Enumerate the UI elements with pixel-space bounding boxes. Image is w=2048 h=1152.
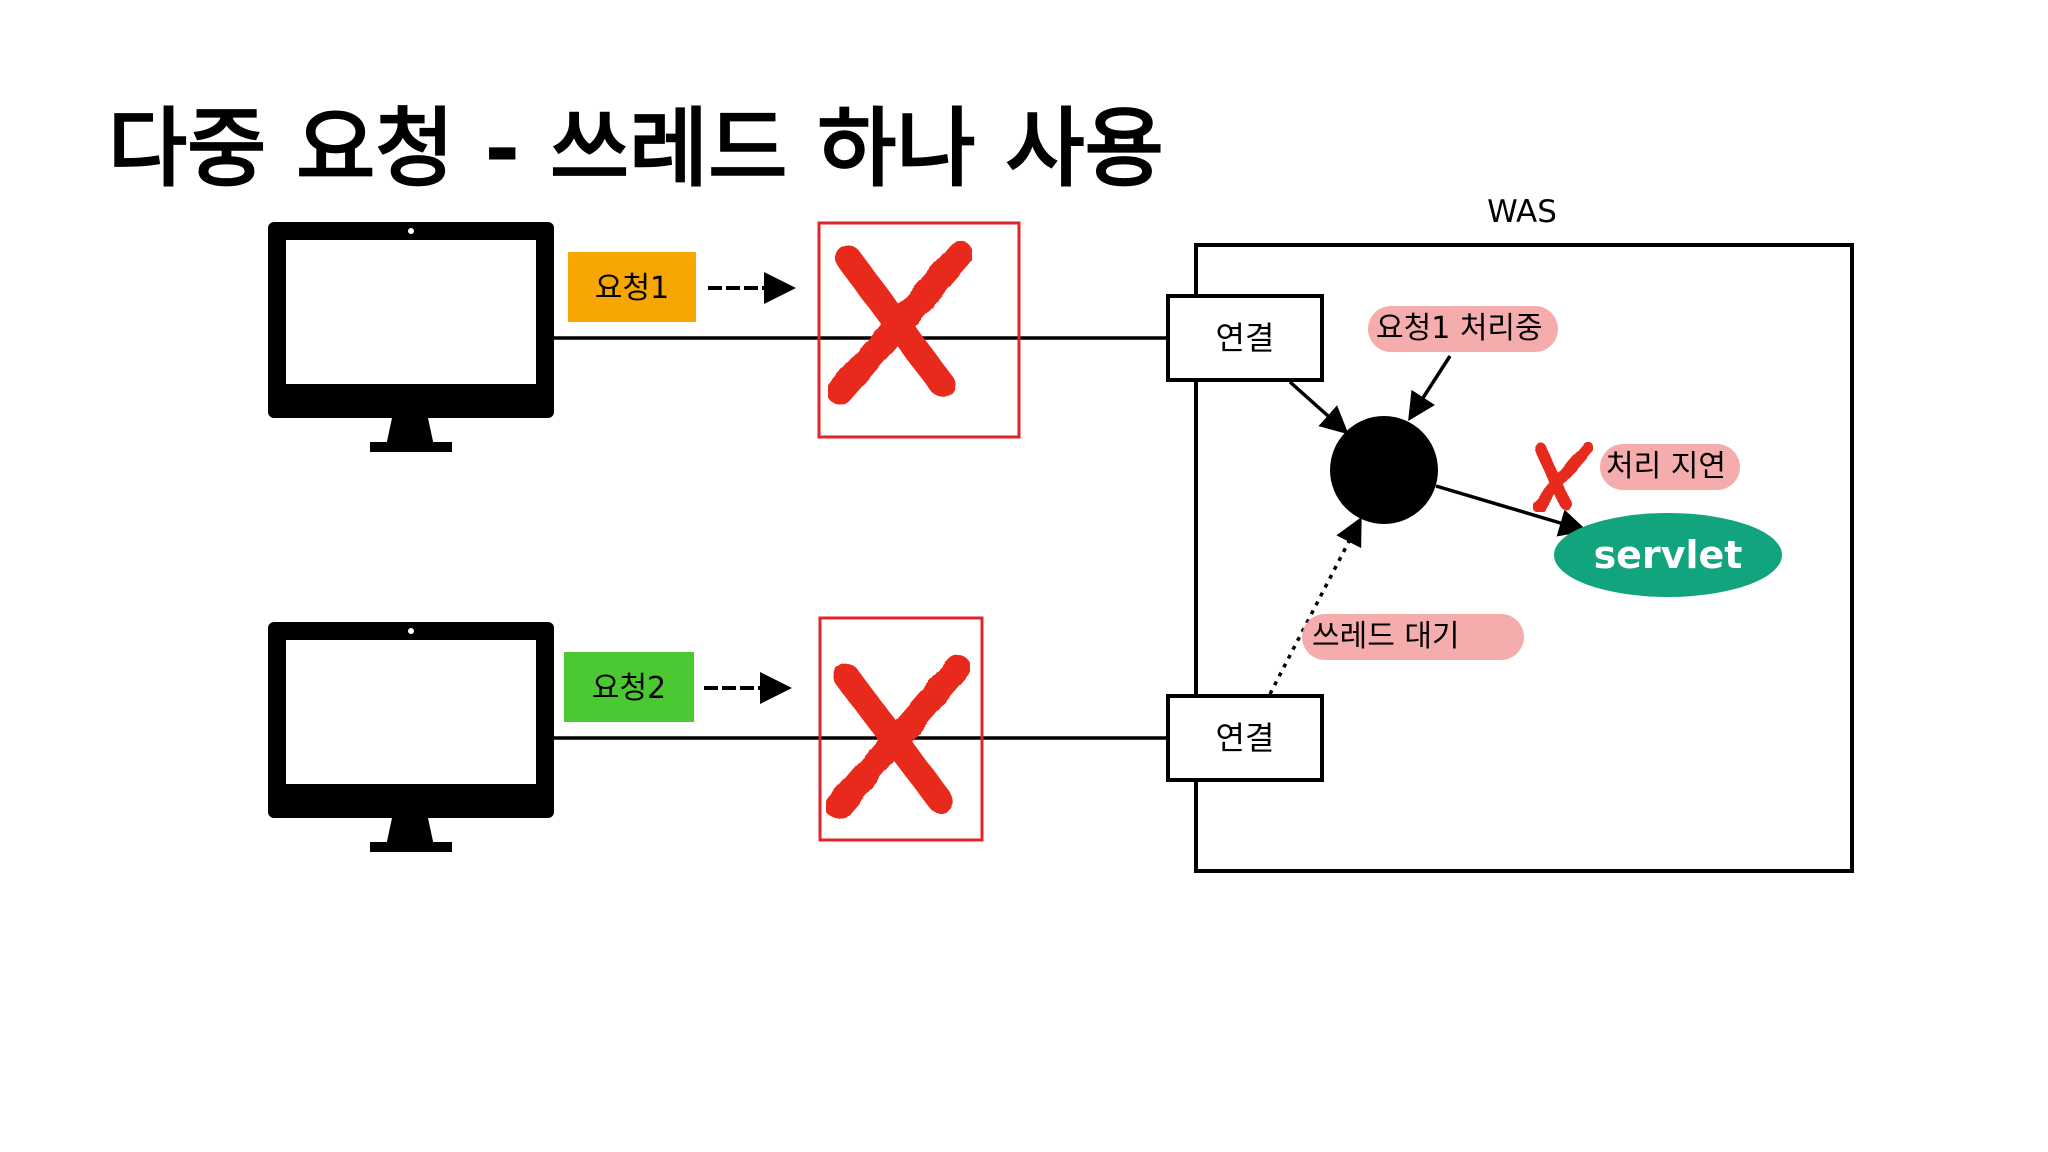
request-2-badge: 요청2 — [564, 652, 694, 722]
thread-wait-arrow — [1268, 516, 1362, 695]
request-1-label: 요청1 — [595, 271, 669, 306]
delay-note-text: 처리 지연 — [1606, 449, 1726, 484]
client-1-monitor — [268, 222, 554, 452]
monitor-icon — [268, 622, 554, 852]
page-title: 다중 요청 - 쓰레드 하나 사용 — [108, 99, 1164, 199]
servlet: servlet — [1554, 513, 1782, 597]
client-2-monitor — [268, 622, 554, 852]
was-label: WAS — [1487, 194, 1557, 230]
connection-box-1: 연결 — [1166, 294, 1324, 382]
cross-icon — [827, 241, 973, 405]
connection-1-label: 연결 — [1216, 319, 1275, 357]
arrow-icon — [1288, 380, 1349, 435]
blocked-box-2 — [818, 616, 984, 842]
arrow-icon — [1435, 484, 1588, 537]
cross-icon — [825, 655, 971, 819]
thread-circle — [1330, 416, 1438, 524]
cross-icon — [1532, 442, 1594, 512]
waiting-note: 쓰레드 대기 — [1302, 614, 1524, 660]
delay-note: 처리 지연 — [1600, 444, 1740, 490]
blocked-box-1 — [817, 221, 1021, 439]
monitor-icon — [268, 222, 554, 452]
waiting-note-text: 쓰레드 대기 — [1312, 619, 1460, 654]
request-1-badge: 요청1 — [568, 252, 696, 322]
connection-2-label: 연결 — [1216, 719, 1275, 757]
processing-note: 요청1 처리중 — [1368, 306, 1558, 352]
arrow-icon — [1408, 355, 1452, 421]
request-2-label: 요청2 — [592, 671, 666, 706]
was-box — [1194, 243, 1854, 873]
processing-note-text: 요청1 처리중 — [1376, 311, 1543, 346]
servlet-label: servlet — [1594, 533, 1743, 577]
connection-box-2: 연결 — [1166, 694, 1324, 782]
